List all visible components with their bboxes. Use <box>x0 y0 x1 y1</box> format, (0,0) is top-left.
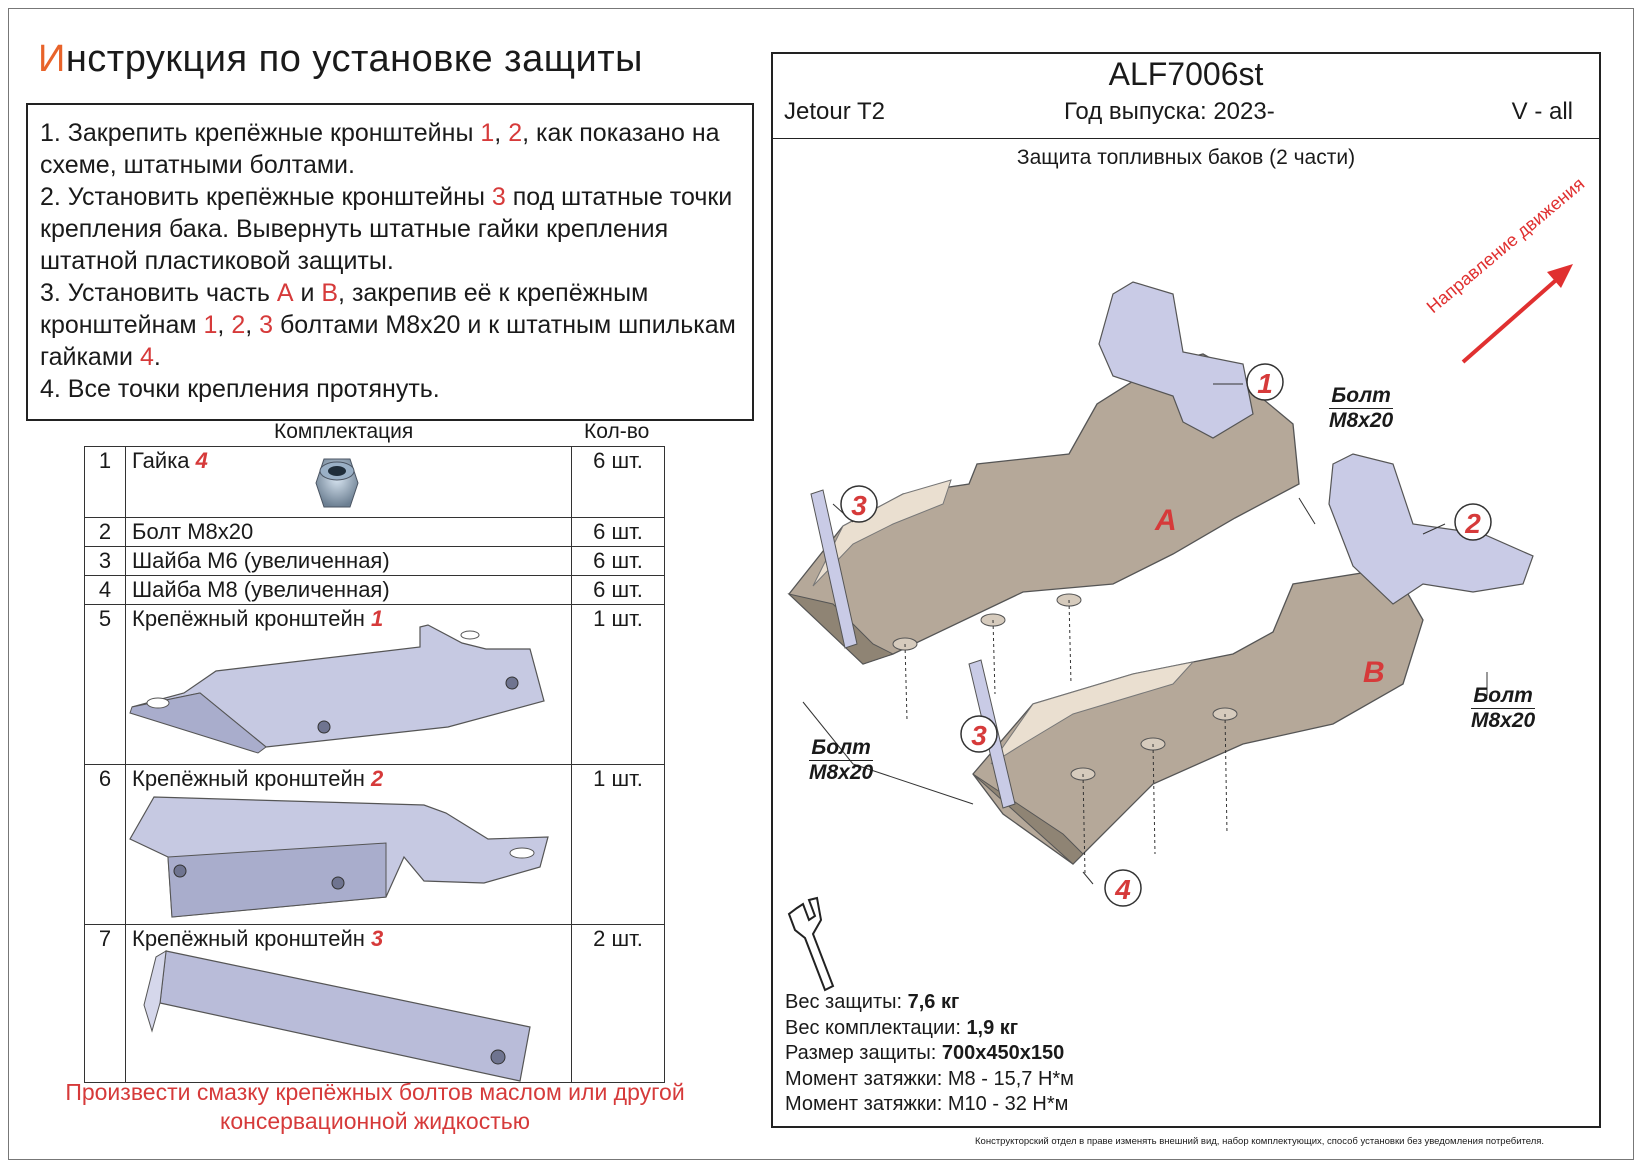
page-title: Инструкция по установке защиты <box>38 38 643 80</box>
row-qty: 1 шт. <box>571 764 665 925</box>
table-row: 5 Крепёжный кронштейн 1 1 шт. <box>84 604 665 765</box>
nut-image <box>315 458 359 508</box>
row-qty: 6 шт. <box>571 517 665 547</box>
callout-3-left: 3 <box>840 485 878 523</box>
spec-torque-m10: Момент затяжки: М10 - 32 Н*м <box>785 1093 1069 1115</box>
row-qty: 6 шт. <box>571 575 665 605</box>
callout-2: 2 <box>1454 503 1492 541</box>
bracket-3-image <box>143 950 531 1082</box>
bracket-1 <box>1098 281 1254 439</box>
bracket-2 <box>1328 453 1534 605</box>
step-2: 2. Установить крепёжные кронштейны 3 под… <box>40 183 733 275</box>
row-name: Шайба М6 (увеличенная) <box>125 546 572 576</box>
table-row: 3 Шайба М6 (увеличенная) 6 шт. <box>84 546 665 576</box>
row-name: Крепёжный кронштейн 3 <box>125 924 572 1083</box>
part-b-label: B <box>1363 656 1385 689</box>
svg-text:1: 1 <box>1257 368 1273 399</box>
product-subtitle: Защита топливных баков (2 части) <box>1016 146 1356 169</box>
table-row: 6 Крепёжный кронштейн 2 1 шт. <box>84 764 665 925</box>
row-num: 3 <box>84 546 126 576</box>
header-divider <box>773 138 1599 139</box>
row-num: 7 <box>84 924 126 1083</box>
table-row: 4 Шайба М8 (увеличенная) 6 шт. <box>84 575 665 605</box>
diagram-panel: ALF7006st Jetour T2 Год выпуска: 2023- V… <box>771 52 1601 1128</box>
wrench-icon <box>787 896 835 992</box>
specs-block: Вес защиты: 7,6 кг Вес комплектации: 1,9… <box>785 990 1074 1118</box>
spec-torque-m8: Момент затяжки: М8 - 15,7 Н*м <box>785 1067 1074 1090</box>
page-frame <box>8 8 1634 1160</box>
row-qty: 2 шт. <box>571 924 665 1083</box>
kit-header-qty: Кол-во <box>584 420 650 443</box>
model-year: Год выпуска: 2023- <box>1064 98 1275 125</box>
part-a-label: A <box>1154 504 1177 537</box>
table-row: 7 Крепёжный кронштейн 3 2 шт. <box>84 924 665 1083</box>
row-name: Болт М8х20 <box>125 517 572 547</box>
table-row: 1 Гайка 4 6 шт. <box>84 446 665 518</box>
row-num: 1 <box>84 446 126 518</box>
part-b-plate: B <box>972 567 1424 865</box>
bracket-3-left <box>810 489 858 649</box>
product-code: ALF7006st <box>1108 56 1264 92</box>
instructions-box: 1. Закрепить крепёжные кронштейны 1, 2, … <box>26 103 754 421</box>
svg-text:3: 3 <box>851 490 867 521</box>
lubrication-note: Произвести смазку крепёжных болтов масло… <box>65 1079 685 1134</box>
row-name: Шайба М8 (увеличенная) <box>125 575 572 605</box>
row-qty: 1 шт. <box>571 604 665 765</box>
stud-lines <box>904 599 1228 875</box>
car-model: Jetour T2 <box>784 98 885 125</box>
assembly-diagram: Направление движения A B <box>787 174 1589 992</box>
callout-lines <box>802 383 1488 885</box>
step-3: 3. Установить часть А и В, закрепив её к… <box>40 279 736 371</box>
disclaimer: Конструкторский отдел в праве изменять в… <box>975 1136 1545 1147</box>
row-qty: 6 шт. <box>571 446 665 518</box>
engine-version: V - all <box>1511 98 1573 125</box>
row-qty: 6 шт. <box>571 546 665 576</box>
row-name: Крепёжный кронштейн 2 <box>125 764 572 925</box>
row-name: Крепёжный кронштейн 1 <box>125 604 572 765</box>
svg-text:3: 3 <box>971 720 987 751</box>
step-1: 1. Закрепить крепёжные кронштейны 1, 2, … <box>40 119 720 179</box>
bracket-1-image <box>129 624 545 754</box>
svg-text:2: 2 <box>1464 508 1481 539</box>
callout-4: 4 <box>1104 869 1142 907</box>
callout-3-right: 3 <box>960 715 998 753</box>
spec-kit-weight: Вес комплектации: 1,9 кг <box>785 1016 1019 1039</box>
direction-label: Направление движения <box>1423 174 1589 317</box>
kit-table: 1 Гайка 4 6 шт. 2 Болт М8х20 6 шт. 3 Шай… <box>84 446 665 1083</box>
callout-1: 1 <box>1246 363 1284 401</box>
row-num: 5 <box>84 604 126 765</box>
row-num: 2 <box>84 517 126 547</box>
row-num: 4 <box>84 575 126 605</box>
spec-size: Размер защиты: 700х450х150 <box>785 1042 1065 1064</box>
row-num: 6 <box>84 764 126 925</box>
bracket-2-image <box>129 796 549 918</box>
svg-text:4: 4 <box>1114 874 1131 905</box>
spec-weight: Вес защиты: 7,6 кг <box>785 991 960 1013</box>
kit-header-name: Комплектация <box>274 420 414 443</box>
direction-arrow: Направление движения <box>1423 174 1589 364</box>
table-row: 2 Болт М8х20 6 шт. <box>84 517 665 547</box>
row-name: Гайка 4 <box>125 446 572 518</box>
step-4: 4. Все точки крепления протянуть. <box>40 375 440 403</box>
